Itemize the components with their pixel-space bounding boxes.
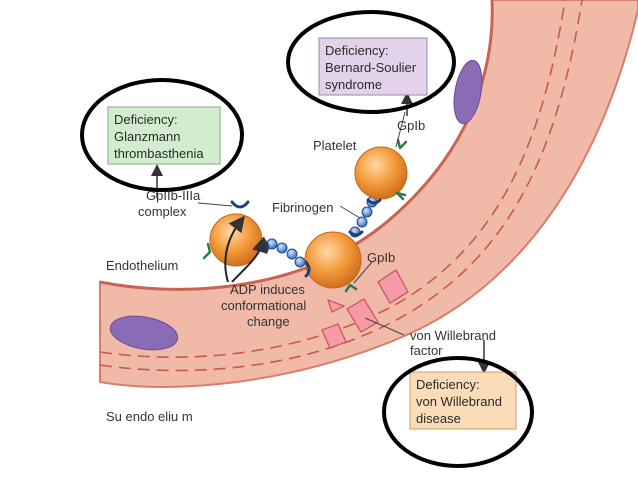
endothelium-label: Endothelium <box>106 258 178 273</box>
adp-label-line3: change <box>247 314 290 329</box>
platelet-label: Platelet <box>313 138 357 153</box>
vwd-line2: von Willebrand <box>416 394 502 409</box>
glanzmann-deficiency-box: Deficiency: Glanzmann thrombasthenia <box>107 106 221 165</box>
platelet-top <box>354 146 408 200</box>
vwf-label-line2: factor <box>410 343 443 358</box>
subendothelium-label: Su endo eliu m <box>106 409 193 424</box>
von-willebrand-factor-arrows <box>321 269 409 349</box>
bernard-line3: syndrome <box>325 77 382 92</box>
bernard-line2: Bernard-Soulier <box>325 60 417 75</box>
highlight-ring-bernard-soulier <box>286 10 456 114</box>
gpib-receptors <box>202 138 408 293</box>
endothelium-lining <box>99 0 494 291</box>
vwd-line3: disease <box>416 411 461 426</box>
highlight-ring-glanzmann <box>80 78 244 192</box>
endothelial-nucleus-left <box>109 315 179 351</box>
gpiib-iiia-label-line2: complex <box>138 204 187 219</box>
glanzmann-line3: thrombasthenia <box>114 146 204 161</box>
highlight-ring-von-willebrand <box>382 356 534 468</box>
fibrinogen-label: Fibrinogen <box>272 200 333 215</box>
gpib-label-top: GpIb <box>397 118 425 133</box>
bernard-soulier-deficiency-box: Deficiency: Bernard-Soulier syndrome <box>318 37 428 96</box>
glanzmann-line1: Deficiency: <box>114 112 178 127</box>
adp-label-line2: conformational <box>221 298 306 313</box>
gpiib-iiia-label-line1: GpIIb-IIIa <box>146 188 201 203</box>
gpib-label-bottom: GpIb <box>367 250 395 265</box>
leader-lines <box>197 111 406 336</box>
glanzmann-line2: Glanzmann <box>114 129 180 144</box>
adp-label-line1: ADP induces <box>230 282 305 297</box>
platelet-middle <box>304 231 362 289</box>
subendothelium-layer-2 <box>99 0 583 372</box>
bernard-line1: Deficiency: <box>325 43 389 58</box>
adp-arrows <box>224 215 268 283</box>
vwd-line1: Deficiency: <box>416 377 480 392</box>
subendothelium-layer-1 <box>99 0 566 358</box>
vwf-label-line1: von Willebrand <box>410 328 496 343</box>
endothelial-nucleus-top <box>453 59 483 125</box>
von-willebrand-deficiency-box: Deficiency: von Willebrand disease <box>409 371 517 430</box>
